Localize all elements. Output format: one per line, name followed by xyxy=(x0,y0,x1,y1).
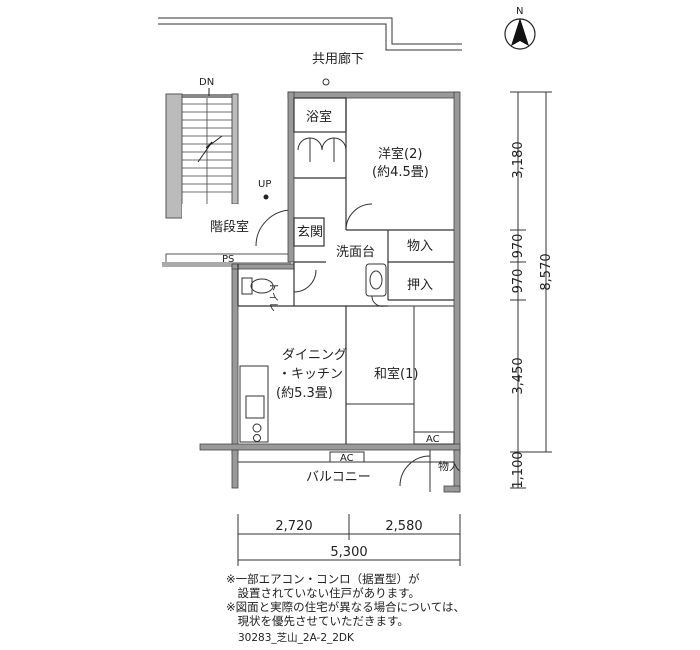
dim-v-total: 8,570 xyxy=(539,253,554,290)
toilet-label: トイレ xyxy=(267,282,278,312)
japanese-room-label: 和室(1) xyxy=(374,366,418,382)
plan-code: 30283_芝山_2A-2_2DK xyxy=(238,632,354,644)
dining-label-2: ・キッチン xyxy=(278,367,343,382)
storage-balcony-label: 物入 xyxy=(438,459,460,473)
washroom-label: 洗面台 xyxy=(336,245,375,260)
dim-h-total: 5,300 xyxy=(330,545,367,560)
oshiire-label: 押入 xyxy=(407,278,433,293)
entrance-label: 玄関 xyxy=(297,225,323,240)
north-compass-icon xyxy=(504,18,536,50)
storage-upper-label: 物入 xyxy=(407,239,433,254)
ac-balcony-label: AC xyxy=(340,453,354,464)
balcony-label: バルコニー xyxy=(306,470,371,485)
vertical-dimension-lines xyxy=(510,91,552,489)
dim-v-970b: 970 xyxy=(511,269,526,294)
dining-size: (約5.3畳) xyxy=(276,386,333,401)
dim-v-3180: 3,180 xyxy=(511,141,526,178)
washbasin-icon xyxy=(365,263,387,307)
stairs-up-label: UP xyxy=(258,179,271,190)
north-label: N xyxy=(516,6,523,17)
ps-label: PS xyxy=(222,254,234,265)
western-room-size: (約4.5畳) xyxy=(372,165,429,180)
stairs-down-label: DN xyxy=(199,77,214,88)
western-room-door xyxy=(345,203,373,231)
corridor-label: 共用廊下 xyxy=(312,51,364,67)
dim-v-970a: 970 xyxy=(511,234,526,259)
dim-h-2720: 2,720 xyxy=(275,519,312,534)
stairwell xyxy=(165,93,239,254)
western-room-label: 洋室(2) xyxy=(378,146,422,162)
dim-h-2580: 2,580 xyxy=(385,519,422,534)
note-line-1: ※一部エアコン・コンロ（据置型）が xyxy=(226,572,420,586)
japanese-room-tatami xyxy=(346,305,455,445)
outer-walls xyxy=(199,91,461,493)
bath-doors xyxy=(297,137,347,162)
corridor-marker xyxy=(322,78,330,86)
kitchen-counter xyxy=(239,365,269,443)
note-line-2: 設置されていない住戸があります。 xyxy=(226,586,421,600)
dim-v-3450: 3,450 xyxy=(511,357,526,394)
stair-room-label: 階段室 xyxy=(210,219,249,235)
toilet-icon xyxy=(241,269,317,295)
balcony-fixtures xyxy=(238,450,454,492)
dining-label-1: ダイニング xyxy=(282,348,347,363)
dim-v-1100: 1,100 xyxy=(511,451,526,488)
ac-room-label: AC xyxy=(426,434,440,445)
entrance-door xyxy=(255,209,293,247)
internal-walls xyxy=(237,97,454,444)
note-line-4: 現状を優先させていただきます。 xyxy=(226,614,409,628)
bath-label: 浴室 xyxy=(306,109,332,125)
note-line-3: ※図面と実際の住宅が異なる場合については、 xyxy=(226,600,466,614)
horizontal-dimension-lines xyxy=(237,514,461,566)
corridor-lines xyxy=(158,17,462,51)
